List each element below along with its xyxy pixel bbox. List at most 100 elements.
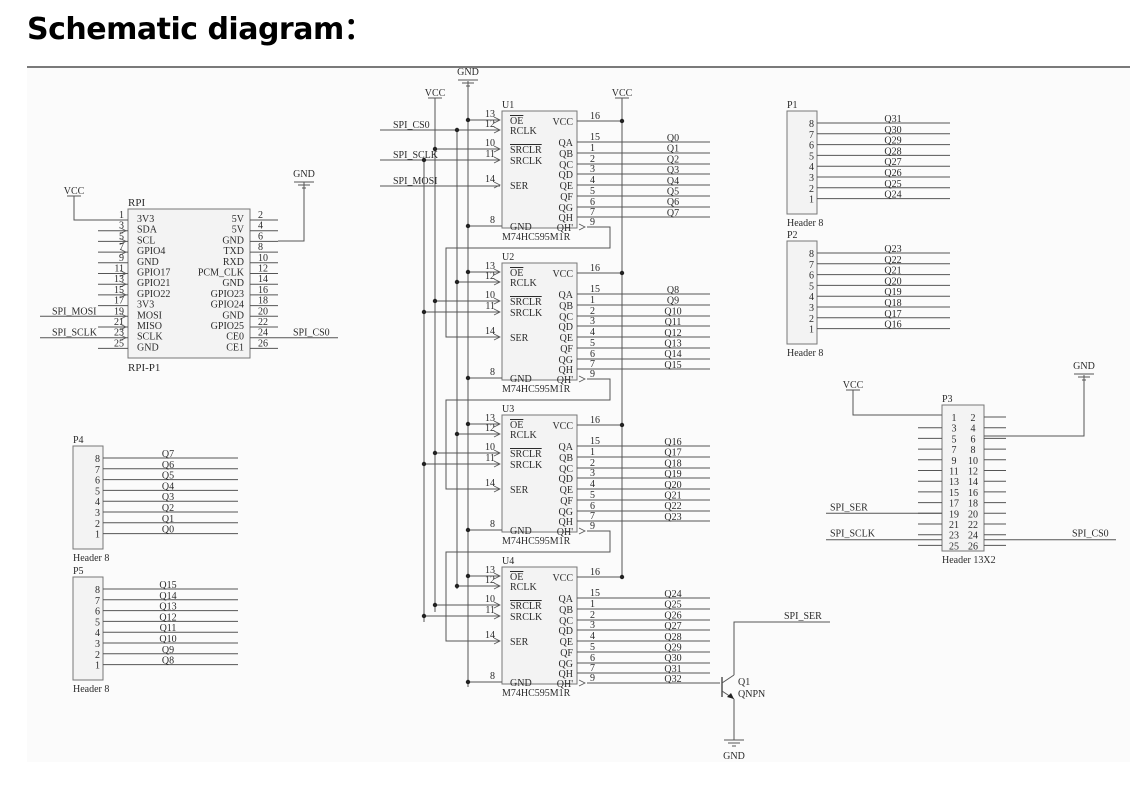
- rpi-pin-num: 15: [114, 285, 124, 296]
- junction-dot: [619, 422, 625, 428]
- header-net-label: Q0: [162, 525, 174, 536]
- header-pin-num: 16: [968, 488, 978, 499]
- ic-pin-name: QG: [559, 203, 573, 214]
- pin-arrow: [119, 323, 127, 331]
- junction-dot: [432, 146, 438, 152]
- header-ref: P2: [787, 230, 798, 241]
- header-pin-num: 13: [949, 477, 959, 488]
- rpi-pin-num: 5: [119, 231, 124, 242]
- gnd-label: GND: [293, 169, 315, 180]
- transistor-collector: [721, 674, 735, 684]
- ic-pin-name: RCLK: [510, 430, 537, 441]
- header-part: Header 8: [787, 348, 823, 359]
- header-pin-num: 6: [971, 434, 976, 445]
- output-net-label: Q28: [664, 632, 681, 643]
- pin-arrow: [119, 248, 127, 256]
- rpi-pin-name: GPIO23: [211, 289, 244, 300]
- header-pin-num: 11: [949, 467, 959, 478]
- header-pin-num: 2: [95, 519, 100, 530]
- header-net-label: Q23: [884, 244, 901, 255]
- rpi-pin-num: 26: [258, 338, 268, 349]
- rpi-pin-name: GND: [222, 278, 244, 289]
- ic-pin-num: 2: [590, 306, 595, 317]
- ic-pin-num: 1: [590, 143, 595, 154]
- header-body: [72, 576, 104, 681]
- ic-pin-num: 13: [485, 109, 495, 120]
- output-net-label: Q32: [664, 674, 681, 685]
- header-body: [786, 240, 818, 345]
- output-net-label: Q25: [664, 600, 681, 611]
- header-pin-num: 7: [809, 260, 814, 271]
- header-pin-num: 8: [95, 454, 100, 465]
- output-net-label: Q5: [667, 187, 679, 198]
- ic-pin-name: QF: [560, 648, 573, 659]
- rpi-pin-num: 6: [258, 231, 263, 242]
- rpi-pin-num: 7: [119, 242, 124, 253]
- output-net-label: Q20: [664, 480, 681, 491]
- ic-pin-num: 11: [485, 605, 495, 616]
- header-net-label: Q11: [160, 623, 177, 634]
- ic-ref: U1: [502, 100, 514, 111]
- net-label-spi-cs0: SPI_CS0: [393, 120, 430, 131]
- rpi-pin-name: CE1: [226, 342, 244, 353]
- pin-arrow: [119, 270, 127, 277]
- header-body: [786, 110, 818, 215]
- header-net-label: Q13: [159, 602, 176, 613]
- rpi-pin-num: 12: [258, 264, 268, 275]
- rpi-part: RPI-P1: [128, 362, 160, 374]
- rpi-pin-num: 20: [258, 306, 268, 317]
- rpi-pin-name: GPIO17: [137, 268, 170, 279]
- junction-dot: [454, 583, 460, 589]
- ic-ref: U2: [502, 252, 514, 263]
- ic-pin-name: RCLK: [510, 582, 537, 593]
- ic-pin-name: QA: [559, 442, 574, 453]
- ic-pin-name: GND: [510, 374, 532, 385]
- net-label-spi-ser: SPI_SER: [830, 502, 868, 513]
- ic-pin-num: 13: [485, 261, 495, 272]
- header-net-label: Q22: [884, 255, 901, 266]
- ic-pin-name: QB: [559, 453, 573, 464]
- ic-pin-name: QC: [559, 464, 573, 475]
- output-net-label: Q10: [664, 306, 681, 317]
- header-pin-num: 3: [95, 508, 100, 519]
- junction-dot: [465, 421, 471, 427]
- ic-pin-name: QD: [559, 626, 573, 637]
- rpi-pin-num: 14: [258, 274, 268, 285]
- header-pin-num: 1: [809, 195, 814, 206]
- ic-pin-num: 14: [485, 174, 495, 185]
- output-net-label: Q31: [664, 664, 681, 675]
- ic-part: M74HC595M1R: [502, 384, 571, 395]
- output-net-label: Q23: [664, 512, 681, 523]
- rpi-pin-name: SDA: [137, 225, 158, 236]
- rpi-ref: RPI: [128, 197, 145, 209]
- output-net-label: Q7: [667, 208, 679, 219]
- header-ref: P4: [73, 435, 84, 446]
- pin-arrow: [578, 527, 586, 535]
- ic-pin-name: VCC: [552, 269, 573, 280]
- header-pin-num: 4: [95, 628, 100, 639]
- pin-arrow: [119, 238, 127, 245]
- header-net-label: Q17: [884, 309, 901, 320]
- vcc-symbol: VCC: [64, 186, 85, 197]
- junction-dot: [465, 527, 471, 533]
- ic-pin-num: 13: [485, 565, 495, 576]
- ic-pin-name: RCLK: [510, 278, 537, 289]
- header-pin-num: 15: [949, 488, 959, 499]
- header-net-label: Q6: [162, 460, 174, 471]
- pin-arrow: [119, 334, 127, 342]
- header-net-label: Q1: [162, 514, 174, 525]
- ic-pin-num: 11: [485, 453, 495, 464]
- ic-pin-name: GND: [510, 678, 532, 689]
- ic-pin-name: SER: [510, 485, 529, 496]
- rpi-pin-name: GPIO21: [137, 278, 170, 289]
- ic-pin-num: 5: [590, 490, 595, 501]
- gnd-symbol: GND: [723, 739, 745, 762]
- output-net-label: Q11: [665, 317, 682, 328]
- header-net-label: Q8: [162, 656, 174, 667]
- ic-pin-name: QH': [557, 527, 573, 538]
- rpi-pin-name: GPIO25: [211, 321, 244, 332]
- ic-pin-num: 7: [590, 663, 595, 674]
- ic-pin-name: SRCLK: [510, 460, 543, 471]
